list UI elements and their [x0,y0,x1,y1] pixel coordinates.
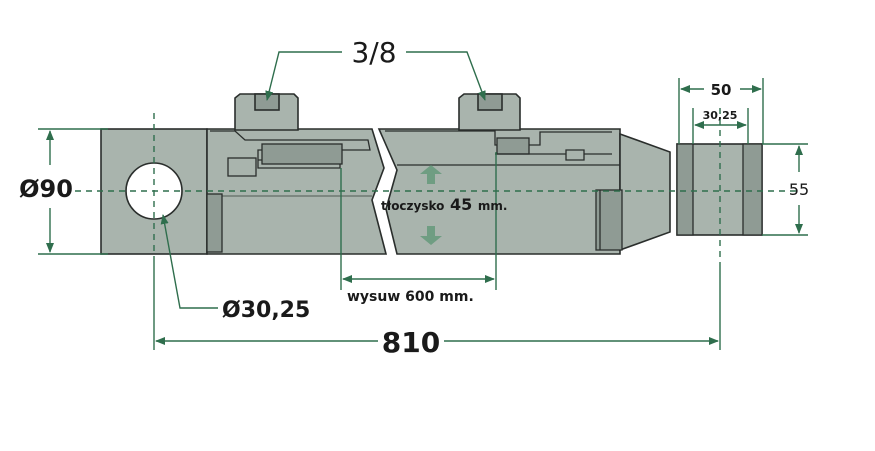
rod-diameter-label: tłoczysko 45 mm. [381,195,507,214]
cylinder-internals [206,130,763,253]
port-right [458,93,521,131]
barrel-right-segment [377,128,621,255]
eye-hole-label: 30,25 [703,109,738,122]
up-arrow-icon [420,165,442,184]
stroke-label: wysuw 600 mm. [347,289,474,305]
hydraulic-ports [234,93,521,131]
pin-hole-diameter-label: Ø30,25 [222,298,310,323]
centerlines [75,108,800,262]
port-thread-label: 3/8 [351,36,396,69]
body-diameter-label: Ø90 [19,175,73,203]
eye-height-label: 55 [789,180,809,199]
rod-label-prefix: tłoczysko [381,199,444,213]
down-arrow-icon [420,226,442,245]
rod-label-value: 45 [450,195,472,214]
total-length-label: 810 [382,326,440,359]
eye-width-label: 50 [711,81,732,99]
gland-head [619,132,671,252]
port-left [234,93,299,131]
dimension-lines [38,51,808,350]
rod-label-unit: mm. [478,199,508,213]
